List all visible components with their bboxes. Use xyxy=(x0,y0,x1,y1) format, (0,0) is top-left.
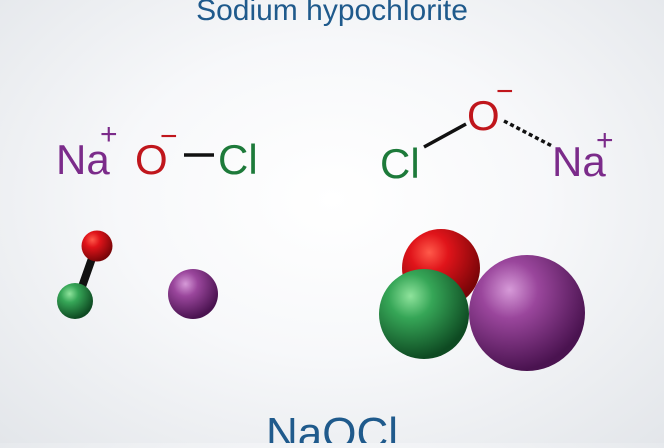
chlorine-atom-ball xyxy=(57,283,93,319)
oxygen-label: O xyxy=(135,136,168,183)
oxygen-atom-ball xyxy=(81,230,113,262)
oxygen-charge: − xyxy=(496,75,514,108)
ionic-interaction-dashed xyxy=(503,119,553,148)
sodium-ion-sphere xyxy=(469,255,585,371)
oxygen-charge: − xyxy=(160,120,178,153)
sodium-label: Na xyxy=(552,138,606,185)
space-filling-model xyxy=(379,229,585,371)
oxygen-label: O xyxy=(467,92,500,139)
sodium-label: Na xyxy=(56,136,110,183)
ball-and-stick-model xyxy=(57,230,218,319)
molecular-formula: NaOCl xyxy=(266,409,398,443)
sodium-charge: + xyxy=(100,118,118,151)
chlorine-atom-sphere xyxy=(379,269,469,359)
sodium-charge: + xyxy=(596,124,614,157)
chlorine-label: Cl xyxy=(380,140,420,187)
page-title: Sodium hypochlorite xyxy=(196,0,468,27)
chlorine-label: Cl xyxy=(218,136,258,183)
structural-formula: Na + O − Cl xyxy=(56,118,258,183)
chlorine-oxygen-bond xyxy=(423,122,467,149)
sodium-ion-ball xyxy=(168,269,218,319)
skeletal-formula: Cl O − Na + xyxy=(380,75,614,187)
